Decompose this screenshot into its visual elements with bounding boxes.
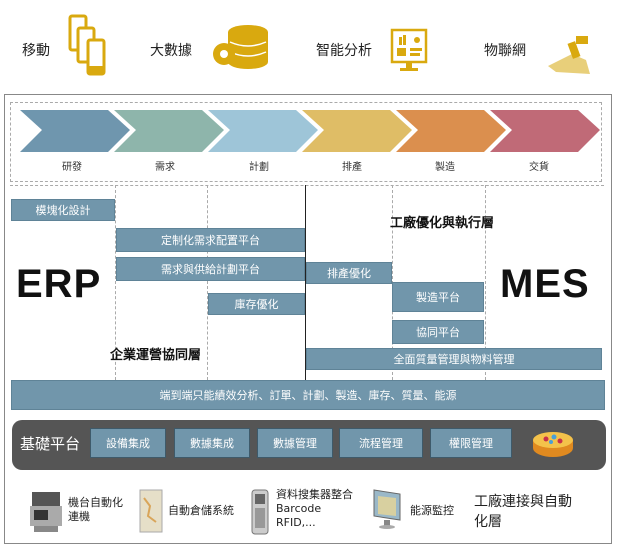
bar-custom-config-platform: 定制化需求配置平台 bbox=[116, 228, 305, 252]
robot-arm-icon bbox=[548, 36, 590, 74]
erp-mes-divider bbox=[305, 185, 306, 380]
database-gear-icon bbox=[213, 25, 268, 69]
bar-manufacturing-platform: 製造平台 bbox=[392, 282, 484, 312]
handheld-scanner-icon bbox=[251, 489, 269, 535]
base-btn-process-management[interactable]: 流程管理 bbox=[339, 428, 423, 458]
top-label-analytics: 智能分析 bbox=[316, 43, 372, 59]
top-label-iot: 物聯網 bbox=[484, 43, 526, 59]
mobile-phones-icon bbox=[68, 14, 106, 76]
divider-dashed bbox=[10, 185, 604, 186]
monitor-chart-icon bbox=[390, 28, 428, 71]
chevron-plan bbox=[208, 110, 318, 152]
architecture-frame bbox=[4, 94, 612, 544]
process-chain-box bbox=[10, 102, 602, 182]
erp-layer-title: 企業運營協同層 bbox=[110, 348, 202, 363]
step-label-schedule: 排產 bbox=[342, 162, 362, 173]
scanner-label-line2: Barcode bbox=[276, 502, 322, 515]
automation-title-line1: 工廠連接與自動 bbox=[474, 494, 572, 510]
scanner-label-line3: RFID,... bbox=[276, 516, 316, 529]
base-btn-device-integration[interactable]: 設備集成 bbox=[90, 428, 166, 458]
automation-scanner-label: 資料搜集器整合 Barcode RFID,... bbox=[276, 488, 353, 530]
base-platform-panel: 基礎平台 設備集成 數據集成 數據管理 流程管理 權限管理 bbox=[12, 420, 606, 470]
step-label-demand: 需求 bbox=[155, 162, 175, 173]
chevron-manufacture bbox=[396, 110, 506, 152]
step-label-manufacture: 製造 bbox=[435, 162, 455, 173]
top-label-bigdata: 大數據 bbox=[150, 43, 192, 59]
erp-title: ERP bbox=[16, 262, 102, 306]
guide-line bbox=[207, 185, 208, 380]
step-label-delivery: 交貨 bbox=[529, 162, 549, 173]
machine-icon bbox=[30, 492, 62, 532]
automation-energy-label: 能源監控 bbox=[410, 504, 454, 517]
scanner-label-line1: 資料搜集器整合 bbox=[276, 488, 353, 501]
mes-title: MES bbox=[500, 262, 590, 306]
bar-scheduling-optimization: 排產優化 bbox=[306, 262, 392, 284]
bar-inventory-optimization: 庫存優化 bbox=[208, 293, 305, 315]
bar-quality-material-mgmt: 全面質量管理與物料管理 bbox=[306, 348, 602, 370]
platform-disc-icon bbox=[533, 432, 573, 457]
bar-modular-design: 模塊化設計 bbox=[11, 199, 115, 221]
bar-supply-demand-plan: 需求與供給計劃平台 bbox=[116, 257, 305, 281]
chevron-schedule bbox=[302, 110, 412, 152]
energy-monitor-icon bbox=[373, 489, 401, 529]
base-btn-data-management[interactable]: 數據管理 bbox=[257, 428, 333, 458]
machine-label-line1: 機台自動化 bbox=[68, 496, 123, 509]
guide-line bbox=[115, 185, 116, 380]
mes-layer-title: 工廠優化與執行層 bbox=[390, 216, 495, 231]
guide-line bbox=[485, 185, 486, 380]
step-label-rnd: 研發 bbox=[62, 162, 82, 173]
automation-machine-label: 機台自動化 連機 bbox=[68, 496, 123, 524]
step-label-plan: 計劃 bbox=[249, 162, 269, 173]
warehouse-map-icon bbox=[139, 489, 163, 533]
chevron-delivery bbox=[490, 110, 600, 152]
bar-collaboration-platform: 協同平台 bbox=[392, 320, 484, 344]
machine-label-line2: 連機 bbox=[68, 510, 90, 523]
automation-title-line2: 化層 bbox=[474, 514, 502, 530]
base-platform-title: 基礎平台 bbox=[20, 435, 81, 453]
process-chevrons bbox=[20, 110, 600, 152]
automation-layer-title: 工廠連接與自動 化層 bbox=[474, 492, 572, 532]
top-label-mobile: 移動 bbox=[22, 43, 50, 59]
automation-warehouse-label: 自動倉儲系統 bbox=[168, 504, 234, 517]
base-btn-data-integration[interactable]: 數據集成 bbox=[174, 428, 250, 458]
bar-end-to-end-analytics: 端到端只能績效分析、訂單、計劃、製造、庫存、質量、能源 bbox=[11, 380, 605, 410]
chevron-demand bbox=[114, 110, 224, 152]
chevron-rnd bbox=[20, 110, 130, 152]
base-btn-permission-management[interactable]: 權限管理 bbox=[430, 428, 512, 458]
